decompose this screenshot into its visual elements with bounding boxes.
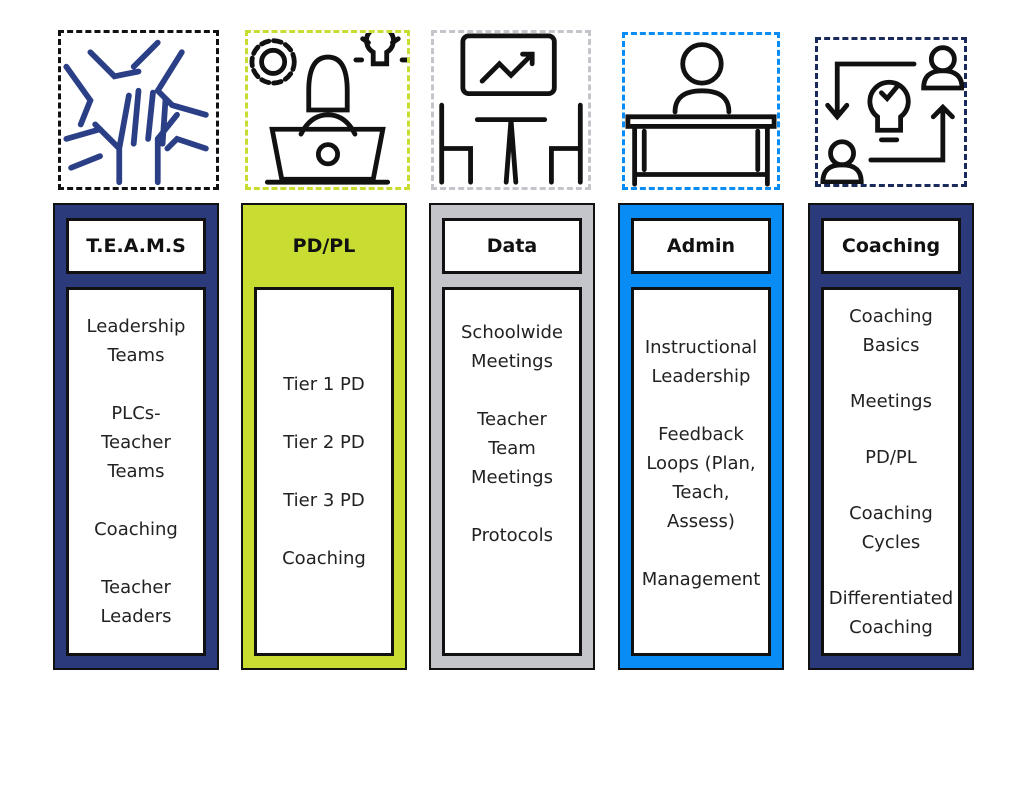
column-items: Tier 1 PD Tier 2 PD Tier 3 PD Coaching (254, 287, 394, 656)
column-pd-pl: PD/PL Tier 1 PD Tier 2 PD Tier 3 PD Coac… (241, 203, 407, 670)
person-laptop-icon (245, 30, 410, 190)
column-items: Instructional Leadership Feedback Loops … (631, 287, 771, 656)
column-title: Admin (631, 218, 771, 274)
list-item: Management (641, 569, 761, 590)
column-admin: Admin Instructional Leadership Feedback … (618, 203, 784, 670)
list-item: Coaching Basics (849, 305, 933, 356)
column-data: Data Schoolwide Meetings Teacher Team Me… (429, 203, 595, 670)
list-item: Coaching Cycles (849, 502, 933, 553)
list-item: Tier 1 PD (283, 374, 365, 395)
column-coaching: Coaching Coaching Basics Meetings PD/PL … (808, 203, 974, 670)
column-title: T.E.A.M.S (66, 218, 206, 274)
list-item: Coaching (282, 548, 366, 569)
list-item: Schoolwide Meetings (461, 322, 563, 372)
list-item: Protocols (471, 525, 553, 546)
column-title: Data (442, 218, 582, 274)
list-item: Differentiated Coaching (828, 587, 954, 638)
list-item: Tier 2 PD (283, 432, 365, 453)
list-item: Teacher Leaders (100, 577, 172, 627)
list-item: Tier 3 PD (283, 490, 365, 511)
list-item: Instructional Leadership (644, 337, 758, 387)
hands-together-icon (58, 30, 219, 190)
column-items: Coaching Basics Meetings PD/PL Coaching … (821, 287, 961, 656)
column-items: Leadership Teams PLCs- Teacher Teams Coa… (66, 287, 206, 656)
list-item: PLCs- Teacher Teams (101, 403, 171, 482)
column-title: PD/PL (292, 235, 356, 257)
column-teams: T.E.A.M.S Leadership Teams PLCs- Teacher… (53, 203, 219, 670)
coaching-cycle-icon (815, 37, 967, 187)
person-desk-icon (622, 32, 780, 190)
list-item: Feedback Loops (Plan, Teach, Assess) (646, 424, 756, 532)
list-item: Teacher Team Meetings (471, 409, 553, 488)
list-item: Leadership Teams (86, 316, 186, 366)
list-item: Coaching (94, 519, 178, 540)
list-item: PD/PL (865, 446, 917, 468)
meeting-chart-icon (431, 30, 591, 190)
column-items: Schoolwide Meetings Teacher Team Meeting… (442, 287, 582, 656)
column-title: Coaching (821, 218, 961, 274)
list-item: Meetings (850, 390, 932, 412)
